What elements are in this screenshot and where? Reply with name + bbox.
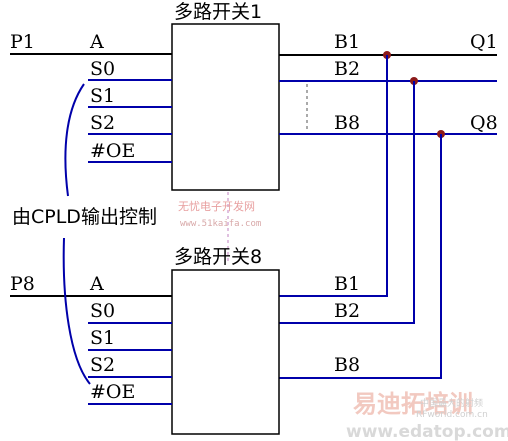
bottom-switch-title: 多路开关8 [174, 246, 262, 268]
bottom-pin-oe: #OE [90, 381, 135, 403]
riser-b1 [279, 55, 388, 297]
top-pin-s1: S1 [90, 85, 115, 107]
bus-q8-label: Q8 [470, 112, 498, 134]
watermark-site-url: www.51kaifa.com [180, 219, 261, 229]
bottom-switch: 多路开关8 P8 A S0 S1 S2 #OE B1 B2 B8 [10, 246, 360, 435]
top-switch-title: 多路开关1 [174, 1, 262, 23]
riser-b2 [279, 81, 415, 324]
bottom-pin-s0: S0 [90, 300, 115, 322]
bottom-pin-a: A [89, 273, 104, 295]
top-pin-s2: S2 [90, 112, 115, 134]
watermark-site-cn: 无忧电子开发网 [178, 199, 255, 213]
bottom-out-b1: B1 [334, 273, 360, 295]
top-pin-a: A [89, 31, 104, 53]
bottom-switch-box [171, 269, 280, 435]
watermark-brand-url: www.edatop.com [346, 422, 508, 441]
top-switch-box [171, 23, 280, 191]
bottom-out-b2: B2 [334, 300, 360, 322]
control-brace-top [64, 83, 85, 197]
bottom-input-label: P8 [10, 273, 35, 295]
top-pin-s0: S0 [90, 58, 115, 80]
watermark-brand-tag: RFworld.com.cn [416, 410, 488, 420]
top-pin-oe: #OE [90, 140, 135, 162]
bottom-pin-s2: S2 [90, 354, 115, 376]
control-label: 由CPLD输出控制 [12, 206, 157, 228]
bottom-out-b8: B8 [334, 354, 360, 376]
watermark-brand-sub: 中国最大的射频 [420, 397, 483, 409]
watermark-brand-cn: 易迪拓培训 [353, 390, 473, 418]
top-input-label: P1 [10, 31, 35, 53]
top-out-b8: B8 [334, 112, 360, 134]
top-out-b1: B1 [334, 31, 360, 53]
top-out-b2: B2 [334, 58, 360, 80]
bus-q1-label: Q1 [470, 31, 498, 53]
control-brace-bottom [62, 237, 91, 385]
bottom-pin-s1: S1 [90, 327, 115, 349]
top-switch: 多路开关1 P1 A S0 S1 S2 #OE B1 B2 B8 [10, 1, 360, 191]
riser-b8 [279, 134, 442, 379]
